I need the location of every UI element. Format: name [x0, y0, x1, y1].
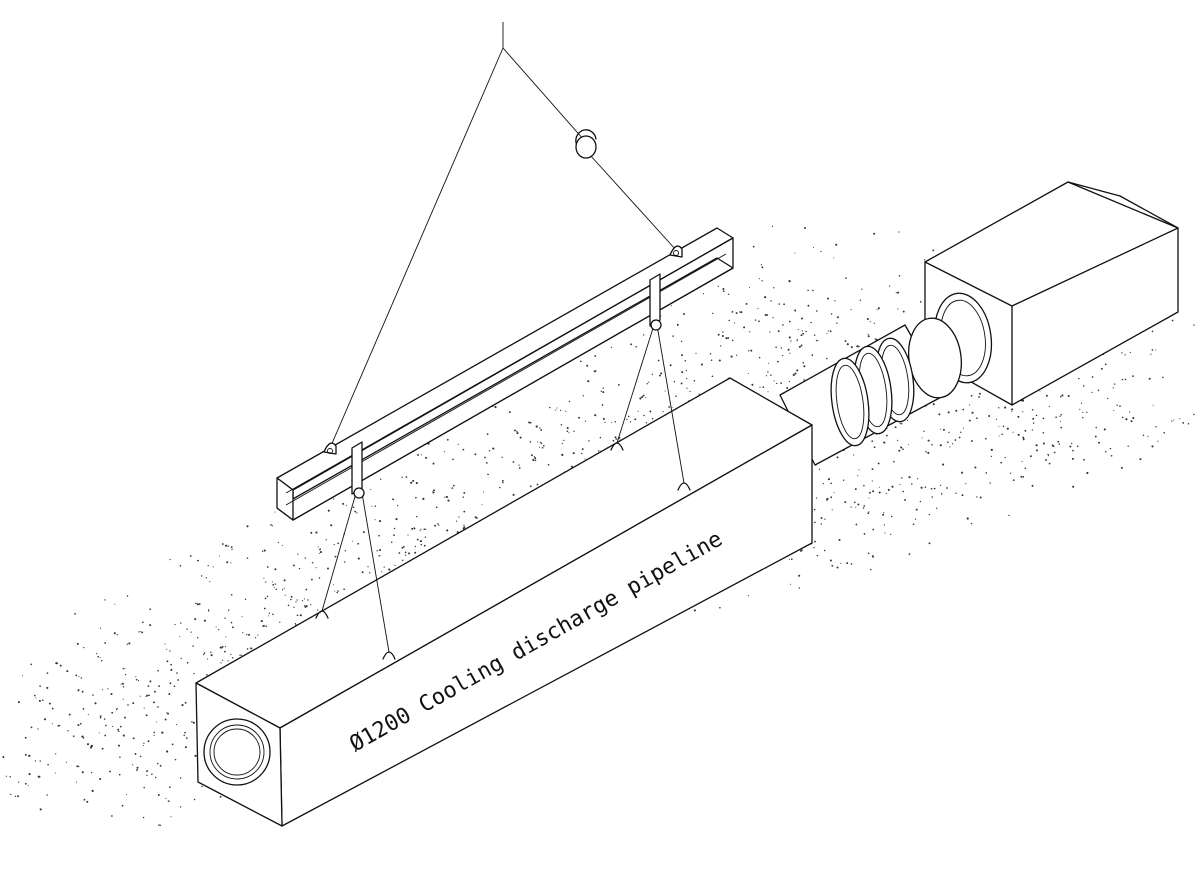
main-concrete-encasement [195, 377, 813, 827]
exposed-pipe-section [779, 317, 962, 466]
crane-rigging [329, 22, 677, 449]
far-concrete-block [924, 181, 1179, 406]
pipe-lifting-lugs [315, 442, 691, 660]
spreader-beam [276, 227, 734, 521]
lifting-slings [321, 324, 685, 653]
